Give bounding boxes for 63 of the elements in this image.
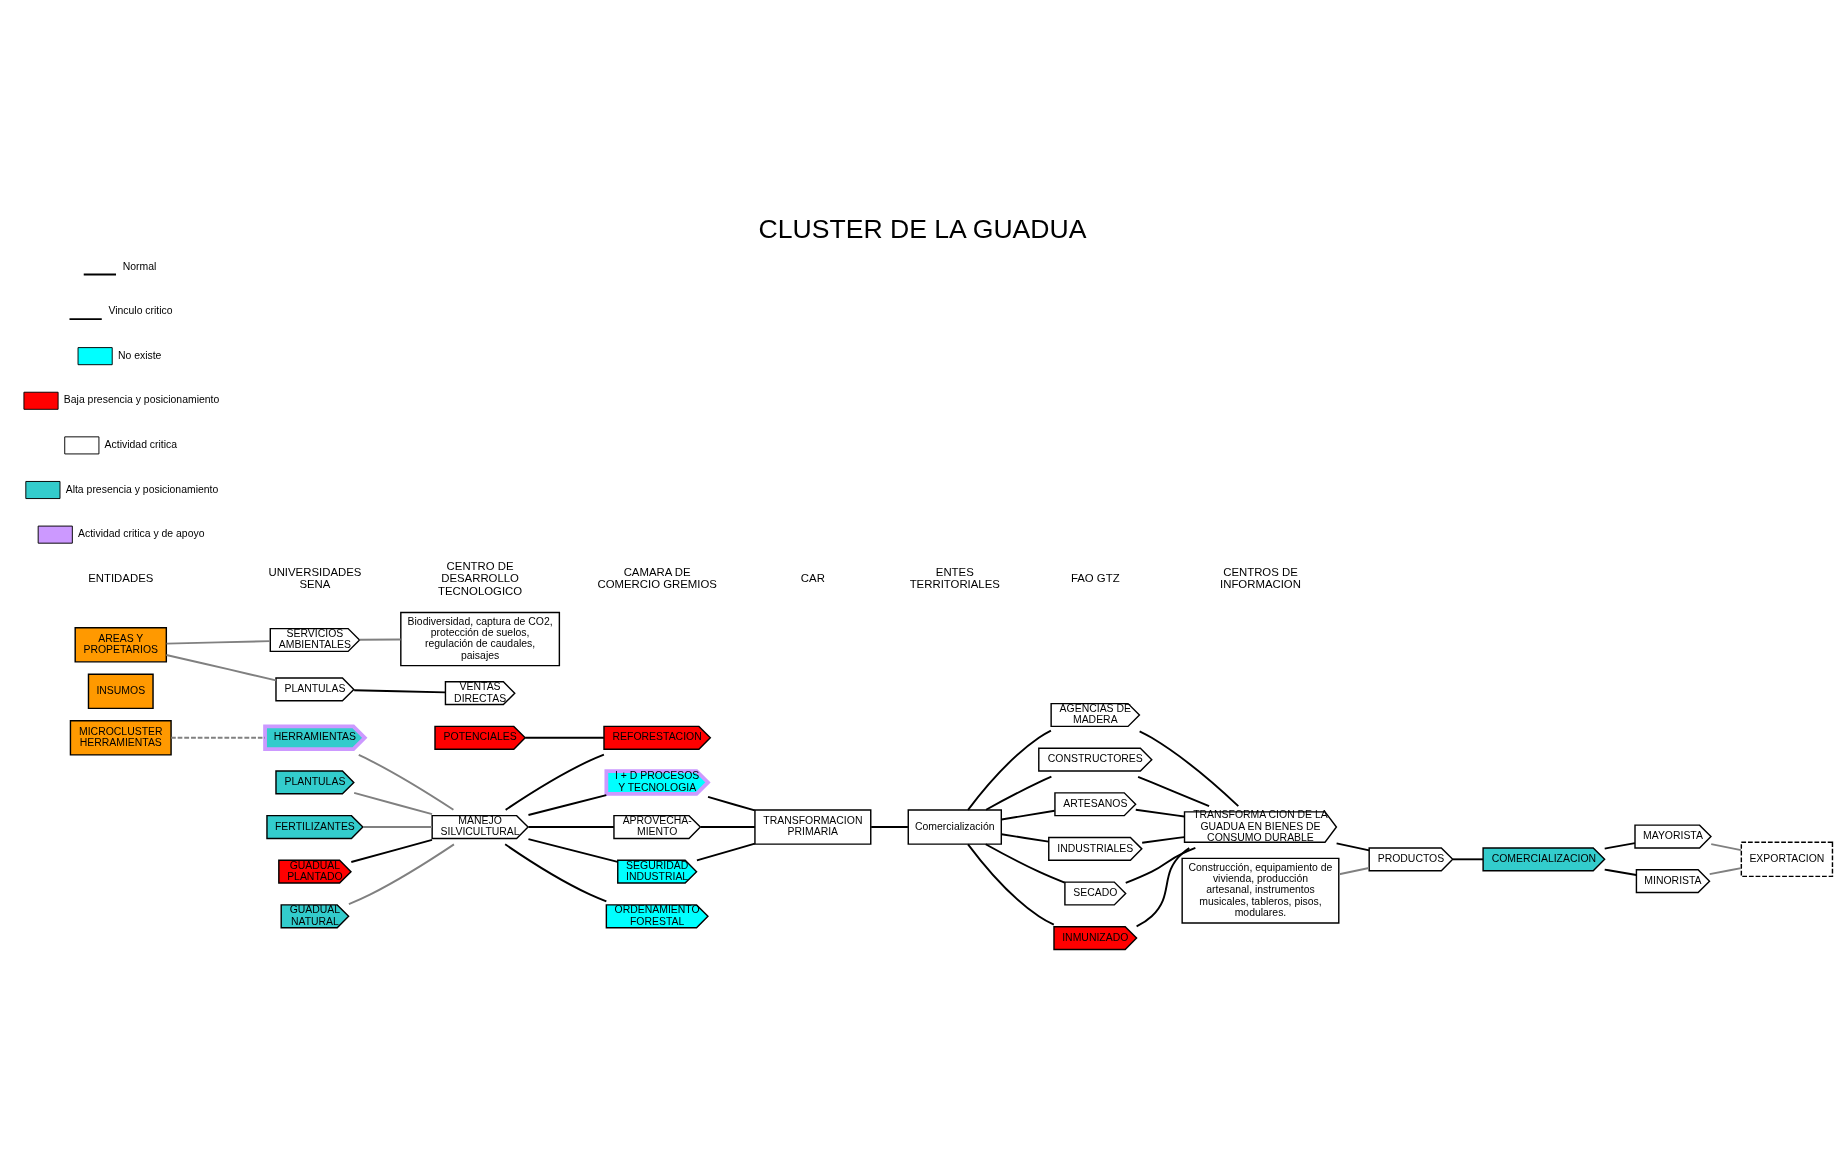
- node-box: INSUMOS: [87, 673, 154, 709]
- connector: [1124, 846, 1197, 884]
- label: CENTROS DE INFORMACION: [1220, 565, 1301, 590]
- connector: [357, 753, 455, 811]
- connector: [1138, 729, 1240, 807]
- node-box: Biodiversidad, captura de CO2, protección de suelos, regulación de caudales, paisajes: [400, 611, 561, 666]
- connector: [1137, 775, 1211, 807]
- connector: [1603, 868, 1638, 876]
- connector: [967, 842, 1055, 926]
- connector: [699, 825, 756, 828]
- legend-label: Actividad critica: [104, 438, 178, 450]
- connector: [1000, 832, 1050, 843]
- label: CAR: [800, 571, 825, 584]
- connector: [170, 736, 266, 739]
- connector: [1134, 808, 1186, 817]
- label: ENTES TERRITORIALES: [909, 565, 1000, 590]
- legend-label: Vinculo critico: [108, 304, 173, 316]
- connector: [347, 842, 455, 905]
- legend-label: Actividad critica y de apoyo: [78, 527, 205, 539]
- node-box: AREAS Y PROPETARIOS: [74, 626, 168, 663]
- node-box: EXPORTACION: [1740, 841, 1834, 877]
- connector: [527, 793, 608, 816]
- connector: [353, 688, 447, 693]
- connector: [1000, 809, 1056, 820]
- node-box: Comercialización: [907, 808, 1002, 845]
- diagram-title: CLUSTER DE LA GUADUA: [758, 213, 1087, 244]
- connector: [504, 753, 605, 811]
- node-box: Construcción, equipamiento de vivienda, producción artesanal, instrumentos musicales, tableros, pisos, modulares.: [1181, 857, 1340, 924]
- connector: [353, 791, 433, 815]
- legend-label: No existe: [117, 349, 162, 361]
- connector: [165, 653, 277, 681]
- connector: [165, 639, 271, 645]
- label: ENTIDADES: [88, 571, 154, 584]
- connector: [1603, 841, 1636, 850]
- connector: [527, 837, 619, 863]
- node-box: TRANSFORMACION PRIMARIA: [754, 808, 872, 845]
- legend-label: Alta presencia y posicionamiento: [65, 483, 219, 495]
- label: CAMARA DE COMERCIO GREMIOS: [597, 565, 717, 590]
- connector: [695, 842, 756, 861]
- connector: [362, 825, 433, 828]
- legend-label: Normal: [122, 260, 157, 272]
- connector: [707, 795, 756, 811]
- connector: [985, 775, 1053, 811]
- node-box: MICROCLUSTER HERRAMIENTAS: [69, 719, 172, 756]
- connector: [1708, 866, 1743, 875]
- label: FAO GTZ: [1070, 571, 1120, 584]
- connector: [1452, 857, 1484, 860]
- connector: [524, 736, 605, 739]
- connector: [1135, 846, 1191, 927]
- label: CENTRO DE DESARROLLO TECNOLOGICO: [438, 559, 523, 597]
- connector: [870, 825, 909, 828]
- connector: [1338, 866, 1370, 875]
- connector: [1141, 835, 1186, 844]
- connector: [984, 842, 1066, 884]
- connector: [1335, 841, 1371, 851]
- connector: [504, 842, 608, 902]
- connector: [350, 838, 433, 863]
- legend-label: Baja presencia y posicionamiento: [63, 393, 220, 405]
- connector: [967, 729, 1052, 811]
- connector: [358, 638, 402, 641]
- label: UNIVERSIDADES SENA: [268, 565, 362, 590]
- connector: [1710, 842, 1742, 851]
- connector: [527, 825, 615, 828]
